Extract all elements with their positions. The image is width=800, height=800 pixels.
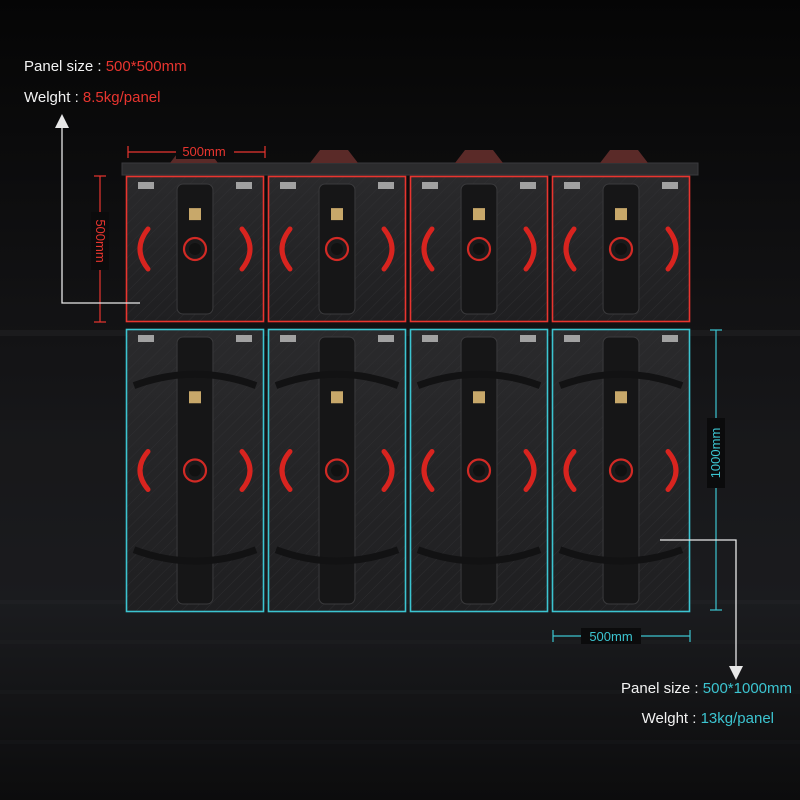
connector-icon xyxy=(473,208,485,221)
large-panel-size-label: Panel size : xyxy=(621,680,703,697)
large-height-dimension: 1000mm xyxy=(707,329,725,611)
large-panel-outline xyxy=(551,328,691,613)
handle-icon xyxy=(665,449,679,492)
large-panel-weight-value: 13kg/panel xyxy=(700,710,774,727)
handle-icon xyxy=(279,226,293,272)
large-panel-outline xyxy=(267,328,407,613)
large-panel-size-spec: Panel size : 500*1000mm xyxy=(621,680,792,697)
large-panel-weight-spec: Welght : 13kg/panel xyxy=(642,710,774,727)
small-panel-2 xyxy=(267,175,407,323)
handle-icon xyxy=(563,226,577,272)
small-panel-outline xyxy=(409,175,549,323)
small-panel-4 xyxy=(551,175,691,323)
large-panel-4 xyxy=(551,328,691,613)
handle-icon xyxy=(421,449,435,492)
small-panel-size-value: 500*500mm xyxy=(105,58,187,75)
small-panel-outline xyxy=(267,175,407,323)
large-panel-3 xyxy=(409,328,549,613)
connector-icon xyxy=(331,391,343,404)
large-height-label: 1000mm xyxy=(708,428,723,479)
handle-icon xyxy=(137,226,151,272)
large-width-dimension: 500mm xyxy=(552,628,691,644)
handle-icon xyxy=(381,449,395,492)
handle-icon xyxy=(523,226,537,272)
small-panel-1 xyxy=(125,175,265,323)
large-panel-1 xyxy=(125,328,265,613)
small-height-label: 500mm xyxy=(93,219,108,262)
large-panel-weight-label: Welght : xyxy=(641,710,701,727)
handle-icon xyxy=(523,449,537,492)
small-panel-outline xyxy=(125,175,265,323)
large-panel-outline xyxy=(125,328,265,613)
small-panel-row xyxy=(125,175,691,323)
handle-icon xyxy=(665,226,679,272)
connector-icon xyxy=(331,208,343,221)
large-panel-2 xyxy=(267,328,407,613)
small-panel-weight-label: Welght : xyxy=(24,89,83,106)
handle-icon xyxy=(137,449,151,492)
connector-icon xyxy=(189,391,201,404)
handle-icon xyxy=(279,449,293,492)
connector-icon xyxy=(615,208,627,221)
handle-icon xyxy=(239,226,253,272)
small-panel-outline xyxy=(551,175,691,323)
handle-icon xyxy=(381,226,395,272)
handle-icon xyxy=(563,449,577,492)
arrow-down-icon xyxy=(660,539,743,680)
handle-icon xyxy=(239,449,253,492)
small-panel-size-label: Panel size : xyxy=(24,58,106,75)
large-panel-outline xyxy=(409,328,549,613)
small-height-dimension: 500mm xyxy=(91,175,109,323)
small-panel-size-spec: Panel size : 500*500mm xyxy=(24,58,187,75)
small-width-label: 500mm xyxy=(182,144,225,159)
small-panel-weight-value: 8.5kg/panel xyxy=(82,89,161,106)
rigging-bar xyxy=(121,162,699,176)
large-panel-size-value: 500*1000mm xyxy=(702,680,792,697)
arrow-up-icon xyxy=(55,114,140,304)
connector-icon xyxy=(473,391,485,404)
large-width-label: 500mm xyxy=(589,629,632,644)
connector-icon xyxy=(615,391,627,404)
small-panel-3 xyxy=(409,175,549,323)
handle-icon xyxy=(421,226,435,272)
connector-icon xyxy=(189,208,201,221)
small-panel-weight-spec: Welght : 8.5kg/panel xyxy=(24,89,161,106)
small-width-dimension: 500mm xyxy=(127,143,266,159)
large-panel-row xyxy=(125,328,691,613)
